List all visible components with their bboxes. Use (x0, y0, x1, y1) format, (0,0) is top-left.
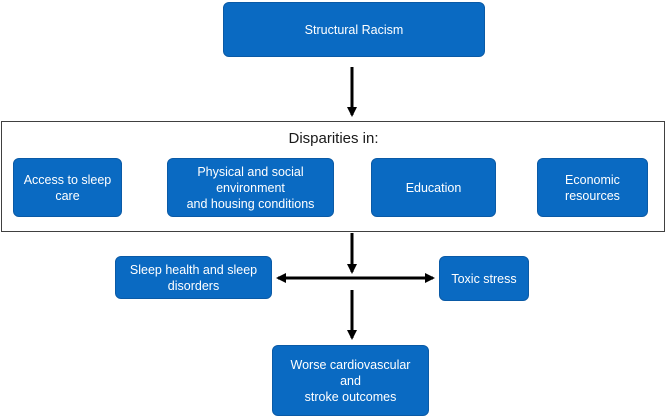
structural-racism-box: Structural Racism (223, 2, 485, 57)
education-box: Education (371, 158, 496, 217)
disparities-title: Disparities in: (288, 130, 379, 147)
toxic-stress-box: Toxic stress (439, 256, 529, 301)
physical-social-environment-box: Physical and social environment and hous… (167, 158, 334, 217)
economic-resources-box: Economic resources (537, 158, 648, 217)
sleep-health-box: Sleep health and sleep disorders (115, 256, 272, 299)
worse-outcomes-box: Worse cardiovascular and stroke outcomes (272, 345, 429, 416)
access-to-sleep-care-box: Access to sleep care (13, 158, 122, 217)
